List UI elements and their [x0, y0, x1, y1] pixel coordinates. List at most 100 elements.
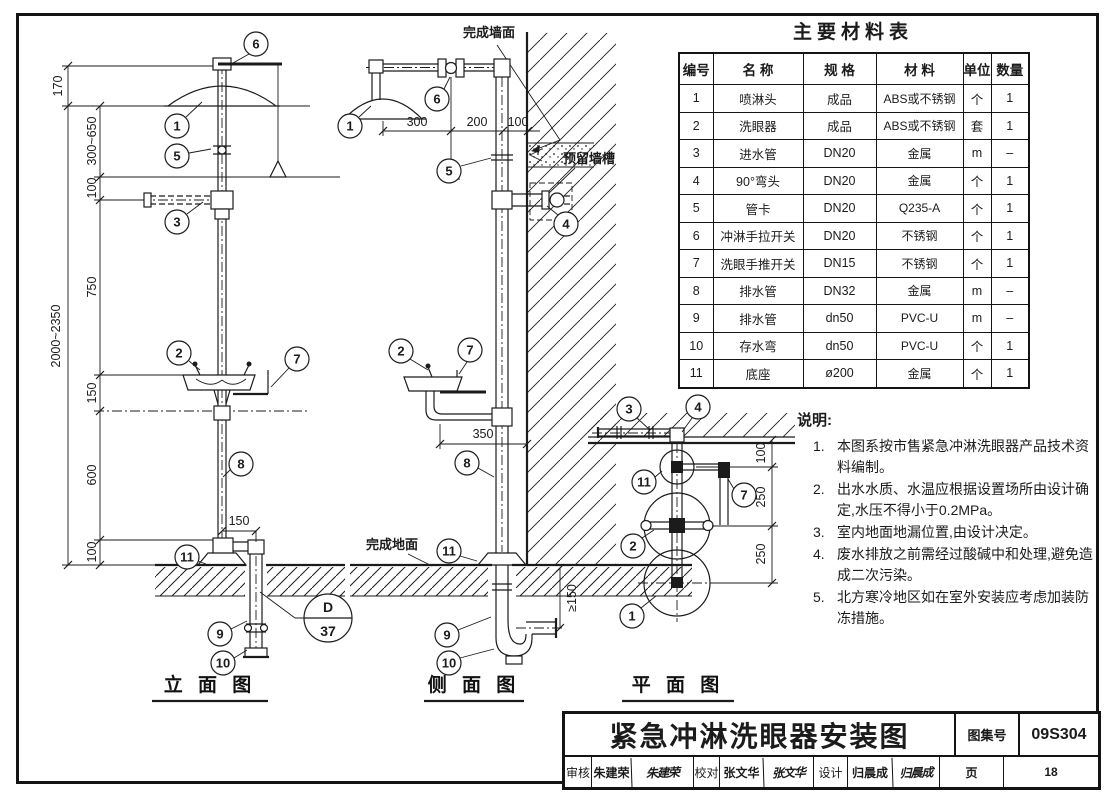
- note-5: 5.北方寒冷地区如在室外安装应考虑加装防冻措施。: [813, 588, 1089, 626]
- callout-1: 1: [173, 119, 180, 134]
- callout-2: 2: [175, 346, 182, 361]
- reserved-chase-label: 预留墙槽: [563, 151, 615, 166]
- notes-title: 说明:: [797, 412, 832, 429]
- callout-10: 10: [442, 656, 456, 671]
- note-1: 1.本图系按市售紧急冲淋洗眼器产品技术资料编制。: [813, 437, 1089, 475]
- dim-100-plan: 100: [754, 443, 768, 464]
- dim-300-650: 300~650: [85, 116, 99, 165]
- dim-750: 750: [85, 277, 99, 298]
- note-3: 3.室内地面地漏位置,由设计决定。: [813, 523, 1037, 540]
- dim-100-lower: 100: [85, 542, 99, 563]
- plan-callouts: 3 4 11 7 2 1: [616, 394, 757, 629]
- note-4: 4.废水排放之前需经过酸碱中和处理,避免造成二次污染。: [813, 545, 1093, 583]
- reviewer-signature: 朱建荣: [630, 755, 694, 789]
- side-view: 完成墙面: [337, 25, 692, 703]
- callout-3: 3: [625, 402, 632, 417]
- callout-8: 8: [237, 457, 244, 472]
- callout-1: 1: [346, 119, 353, 134]
- callout-7: 7: [740, 488, 747, 503]
- callout-8: 8: [463, 456, 470, 471]
- side-caption: 侧 面 图: [428, 674, 521, 696]
- col-qty: 数量: [990, 52, 1030, 85]
- title-block: 紧急冲淋洗眼器安装图 图集号 09S304 审核 朱建荣 朱建荣 校对 张文华 …: [562, 711, 1101, 790]
- finished-wall-label: 完成墙面: [463, 25, 515, 40]
- dim-350: 350: [473, 427, 494, 441]
- callout-10: 10: [216, 656, 230, 671]
- callout-1: 1: [628, 609, 635, 624]
- callout-5: 5: [445, 164, 452, 179]
- finished-floor-label: 完成地面: [366, 537, 418, 552]
- checker-name: 张文华: [719, 757, 763, 787]
- dim-250-upper: 250: [754, 487, 768, 508]
- detail-page: 37: [320, 623, 336, 639]
- table-header-row: 编号 名 称 规 格 材 料 单位 数量: [678, 52, 1030, 85]
- page-label: 页: [939, 757, 1003, 787]
- drawing-title: 紧急冲淋洗眼器安装图: [609, 720, 910, 752]
- callout-11: 11: [442, 544, 456, 559]
- dim-150-horizontal: 150: [229, 514, 250, 528]
- callout-5: 5: [173, 149, 180, 164]
- col-unit: 单位: [962, 52, 992, 85]
- designer-label: 设计: [813, 757, 847, 787]
- dim-200: 200: [467, 115, 488, 129]
- col-spec: 规 格: [802, 52, 877, 85]
- callout-11: 11: [637, 475, 651, 490]
- dim-250-lower: 250: [754, 544, 768, 565]
- detail-letter: D: [323, 599, 333, 615]
- dim-150: 150: [85, 383, 99, 404]
- materials-table-title: 主要材料表: [792, 22, 913, 43]
- col-no: 编号: [678, 52, 714, 85]
- callout-4: 4: [694, 400, 702, 415]
- col-material: 材 料: [875, 52, 964, 85]
- callout-9: 9: [443, 628, 450, 643]
- callout-4: 4: [562, 217, 570, 232]
- dim-min-150: ≥150: [565, 584, 579, 612]
- callout-2: 2: [629, 539, 636, 554]
- callout-7: 7: [293, 352, 300, 367]
- designer-name: 归晨成: [847, 757, 892, 787]
- dim-600: 600: [85, 465, 99, 486]
- side-callouts: 1 6 5 4 2 7 8 11 9 10: [337, 76, 579, 676]
- dim-total-height: 2000~2350: [49, 304, 63, 367]
- checker-label: 校对: [693, 757, 719, 787]
- elevation-view: 170 2000~2350 300~650 100 750 150 600 10…: [49, 31, 353, 703]
- callout-3: 3: [173, 215, 180, 230]
- reviewer-label: 审核: [565, 765, 590, 780]
- dim-170: 170: [51, 76, 65, 97]
- atlas-number-value: 09S304: [1018, 714, 1098, 755]
- designer-signature: 归晨成: [891, 756, 940, 788]
- reviewer-name: 朱建荣: [591, 757, 631, 787]
- callout-7: 7: [466, 343, 473, 358]
- callout-6: 6: [252, 37, 259, 52]
- callout-6: 6: [433, 92, 440, 107]
- atlas-number-label: 图集号: [954, 714, 1018, 755]
- callout-11: 11: [180, 550, 194, 565]
- checker-signature: 张文华: [762, 756, 814, 788]
- elevation-callouts: 6 1 5 3 2 7 8 11 9 10: [164, 31, 310, 676]
- dim-300: 300: [407, 115, 428, 129]
- callout-9: 9: [216, 627, 223, 642]
- col-name: 名 称: [712, 52, 804, 85]
- callout-2: 2: [397, 344, 404, 359]
- page-number: 18: [1003, 757, 1098, 787]
- note-2: 2.出水水质、水温应根据设置场所由设计确定,水压不得小于0.2MPa。: [813, 480, 1089, 518]
- notes-panel: 说明: 1.本图系按市售紧急冲淋洗眼器产品技术资料编制。 2.出水水质、水温应根…: [797, 410, 1100, 630]
- elevation-caption: 立 面 图: [164, 673, 257, 696]
- dim-100-upper: 100: [85, 178, 99, 199]
- plan-caption: 平 面 图: [632, 674, 725, 696]
